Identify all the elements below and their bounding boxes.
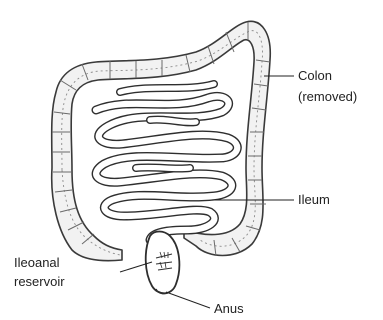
reservoir-label-line2: reservoir <box>14 274 65 289</box>
ileum-label: Ileum <box>298 192 330 207</box>
reservoir-label-line1: Ileoanal <box>14 255 60 270</box>
anus-label: Anus <box>214 301 244 316</box>
colon-label: Colon <box>298 68 332 83</box>
small-intestine <box>96 84 237 240</box>
colon-removed-label: (removed) <box>298 89 357 104</box>
anus-leader <box>166 292 210 308</box>
